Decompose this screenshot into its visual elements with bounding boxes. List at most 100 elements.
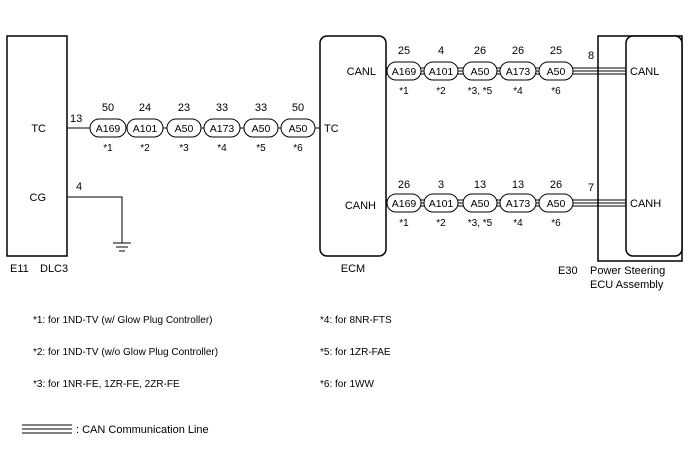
tc-connector: 23 A50 *3 xyxy=(166,102,202,154)
ground-icon xyxy=(113,242,131,252)
dlc3-tc-pin: 13 xyxy=(70,113,82,125)
ps-ecu-canl-pin: 8 xyxy=(588,50,594,62)
connector-name: A173 xyxy=(506,66,531,78)
connector-note: *6 xyxy=(293,143,303,154)
connector-name: A169 xyxy=(392,198,417,210)
connector-shape xyxy=(243,118,279,138)
ps-ecu-name-line1: Power Steering xyxy=(590,265,665,277)
connector-name: A50 xyxy=(175,123,194,135)
note-4: *4: for 8NR-FTS xyxy=(320,315,392,326)
connector-shape xyxy=(423,193,459,213)
canh-connector: 13 A173 *4 xyxy=(499,179,537,229)
dlc3-box xyxy=(6,35,68,257)
connector-note: *4 xyxy=(513,218,523,229)
connector-pin: 23 xyxy=(178,102,190,114)
canh-connector: 26 A50 *6 xyxy=(538,179,574,229)
canh-connector-chain: 26 A169 *1 3 A101 *2 13 A50 *3, *5 13 A1… xyxy=(386,179,574,229)
canl-connector: 25 A169 *1 xyxy=(386,45,422,97)
ecm-name: ECM xyxy=(341,263,365,275)
connector-pin: 50 xyxy=(292,102,304,114)
connector-name: A101 xyxy=(429,198,454,210)
connector-note: *4 xyxy=(513,86,523,97)
connector-pin: 25 xyxy=(398,45,410,57)
connector-name: A169 xyxy=(96,123,121,135)
tc-connector: 50 A50 *6 xyxy=(280,102,316,154)
connector-pin: 25 xyxy=(550,45,562,57)
connector-shape xyxy=(386,61,422,81)
connector-shape xyxy=(538,61,574,81)
connector-name: A101 xyxy=(429,66,454,78)
connector-pin: 26 xyxy=(474,45,486,57)
connector-pin: 26 xyxy=(398,179,410,191)
canl-connector: 26 A50 *3, *5 xyxy=(462,45,498,97)
connector-note: *3 xyxy=(179,143,189,154)
note-1: *1: for 1ND-TV (w/ Glow Plug Controller) xyxy=(33,315,213,326)
connector-shape xyxy=(203,118,241,138)
connector-note: *5 xyxy=(256,143,266,154)
connector-name: A50 xyxy=(289,123,308,135)
connector-pin: 26 xyxy=(512,45,524,57)
connector-shape xyxy=(166,118,202,138)
connector-pin: 13 xyxy=(512,179,524,191)
tc-connector: 33 A50 *5 xyxy=(243,102,279,154)
connector-pin: 24 xyxy=(139,102,151,114)
legend-can-line-icon xyxy=(22,424,72,434)
connector-note: *1 xyxy=(399,86,409,97)
connector-shape xyxy=(538,193,574,213)
connector-shape xyxy=(462,193,498,213)
connector-name: A173 xyxy=(506,198,531,210)
connector-name: A169 xyxy=(392,66,417,78)
ps-ecu-code: E30 xyxy=(558,265,578,277)
dlc3-cg-pin: 4 xyxy=(76,181,82,193)
ps-ecu-box xyxy=(625,35,683,257)
ps-ecu-canh-pin: 7 xyxy=(588,182,594,194)
canl-connector: 26 A173 *4 xyxy=(499,45,537,97)
dlc3-name: DLC3 xyxy=(40,263,68,275)
connector-shape xyxy=(423,61,459,81)
canl-connector-chain: 25 A169 *1 4 A101 *2 26 A50 *3, *5 26 A1… xyxy=(386,45,574,97)
connector-pin: 26 xyxy=(550,179,562,191)
connector-name: A50 xyxy=(471,198,490,210)
tc-connector: 50 A169 *1 xyxy=(89,102,127,154)
tc-connector-chain: 50 A169 *1 24 A101 *2 23 A50 *3 33 A173 … xyxy=(89,102,316,154)
connector-name: A50 xyxy=(547,66,566,78)
connector-shape xyxy=(462,61,498,81)
connector-pin: 13 xyxy=(474,179,486,191)
ecm-canh-label: CANH xyxy=(345,200,376,212)
ecm-canl-label: CANL xyxy=(347,66,376,78)
dlc3-cg-label: CG xyxy=(30,192,47,204)
connector-pin: 3 xyxy=(438,179,444,191)
canl-connector: 25 A50 *6 xyxy=(538,45,574,97)
connector-shape xyxy=(126,118,164,138)
dlc3-code: E11 xyxy=(10,263,29,275)
canh-connector: 3 A101 *2 xyxy=(423,179,459,229)
ps-ecu-canl-label: CANL xyxy=(630,66,659,78)
canh-connector: 13 A50 *3, *5 xyxy=(462,179,498,229)
ecm-box xyxy=(319,35,387,257)
connector-shape xyxy=(386,193,422,213)
connector-note: *1 xyxy=(399,218,409,229)
ps-ecu-canh-label: CANH xyxy=(630,198,661,210)
connector-shape xyxy=(280,118,316,138)
cg-wire xyxy=(67,196,123,243)
connector-shape xyxy=(499,193,537,213)
canh-connector: 26 A169 *1 xyxy=(386,179,422,229)
connector-name: A173 xyxy=(210,123,235,135)
connector-pin: 4 xyxy=(438,45,444,57)
note-3: *3: for 1NR-FE, 1ZR-FE, 2ZR-FE xyxy=(33,379,180,390)
legend-can-line-label: : CAN Communication Line xyxy=(76,424,209,436)
tc-connector: 24 A101 *2 xyxy=(126,102,164,154)
connector-shape xyxy=(89,118,127,138)
connector-note: *1 xyxy=(103,143,113,154)
ps-ecu-name-line2: ECU Assembly xyxy=(590,279,664,291)
connector-name: A50 xyxy=(471,66,490,78)
ecm-tc-label: TC xyxy=(324,123,339,135)
connector-note: *2 xyxy=(140,143,150,154)
connector-name: A50 xyxy=(547,198,566,210)
connector-pin: 33 xyxy=(255,102,267,114)
connector-note: *2 xyxy=(436,86,446,97)
connector-note: *6 xyxy=(551,218,561,229)
connector-note: *3, *5 xyxy=(468,86,493,97)
connector-note: *6 xyxy=(551,86,561,97)
